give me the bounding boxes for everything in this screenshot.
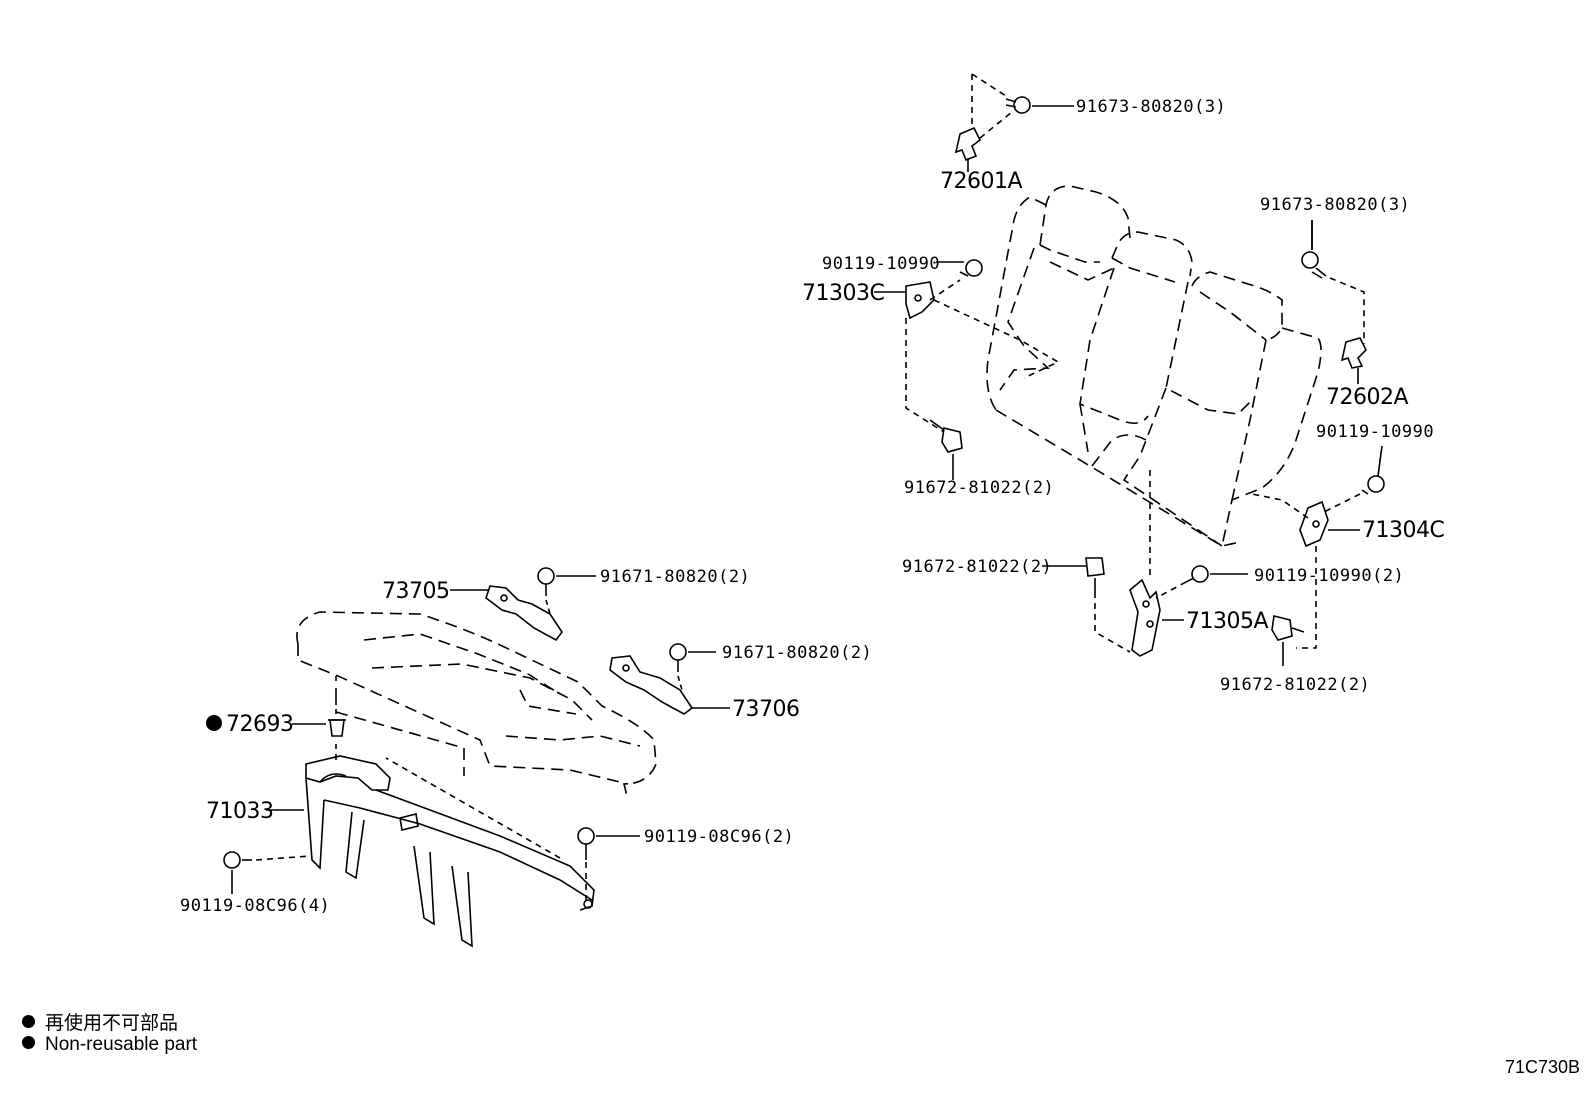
bolt-90119-10990-b (1361, 475, 1385, 495)
bracket-71303C (905, 281, 935, 320)
label-91672-81022-c: 91672-81022(2) (1220, 675, 1370, 695)
label-90119-10990-b: 90119-10990 (1316, 422, 1434, 442)
label-73705: 73705 (382, 579, 450, 604)
nut-91672-a (929, 419, 963, 453)
label-91673-80820-b: 91673-80820(3) (1260, 195, 1410, 215)
bolt-90119-10990-a (959, 259, 983, 277)
label-91671-80820-b: 91671-80820(2) (722, 643, 872, 663)
nut-91672-c (1271, 615, 1305, 641)
seat-back-cushion (986, 185, 1322, 547)
label-91672-81022-b: 91672-81022(2) (902, 557, 1052, 577)
legend-jp-text: 再使用不可部品 (45, 1013, 179, 1034)
seat-cushion (296, 611, 657, 801)
label-71305A: 71305A (1186, 609, 1268, 634)
non-reusable-marker (206, 715, 222, 731)
nut-91672-b (1085, 557, 1105, 592)
label-72601A: 72601A (940, 169, 1022, 194)
bolt-91671-b (669, 643, 687, 672)
clip-72602A (1340, 337, 1367, 369)
label-90119-08C96-a: 90119-08C96(2) (644, 827, 794, 847)
legend-en-text: Non-reusable part (45, 1034, 198, 1055)
bolt-90119-10990-c (1185, 565, 1209, 583)
bracket-71305A (1129, 578, 1161, 657)
label-90119-10990-a: 90119-10990 (822, 254, 940, 274)
label-73706: 73706 (732, 697, 800, 722)
legend-non-reusable-en: Non-reusable part (22, 1034, 197, 1056)
bracket-73706 (609, 655, 694, 715)
label-90119-08C96-b: 90119-08C96(4) (180, 896, 330, 916)
label-72602A: 72602A (1326, 385, 1408, 410)
diagram-code: 71C730B (1504, 1057, 1580, 1077)
bolt-91673-a (1005, 96, 1031, 114)
bolt-90119-08C96-a (577, 827, 595, 860)
legend-bullet-icon (22, 1015, 35, 1028)
label-71303C: 71303C (802, 281, 884, 306)
bolt-91673-b (1301, 251, 1327, 279)
legend-non-reusable-jp: 再使用不可部品 (22, 1008, 178, 1035)
legend-bullet-icon (22, 1036, 35, 1049)
bolt-90119-08C96-b (223, 851, 252, 869)
label-71033: 71033 (206, 799, 274, 824)
label-71304C: 71304C (1362, 518, 1444, 543)
clip-72601A (954, 126, 982, 172)
clip-72693 (328, 719, 346, 737)
label-90119-10990-c: 90119-10990(2) (1254, 566, 1404, 586)
bracket-73705 (485, 585, 563, 642)
frame-71033 (305, 755, 595, 948)
label-72693: 72693 (226, 712, 294, 737)
label-91671-80820-a: 91671-80820(2) (600, 567, 750, 587)
label-91672-81022-a: 91672-81022(2) (904, 478, 1054, 498)
bracket-71304C (1299, 500, 1329, 548)
label-91673-80820-a: 91673-80820(3) (1076, 97, 1226, 117)
bolt-91671-a (537, 567, 555, 596)
